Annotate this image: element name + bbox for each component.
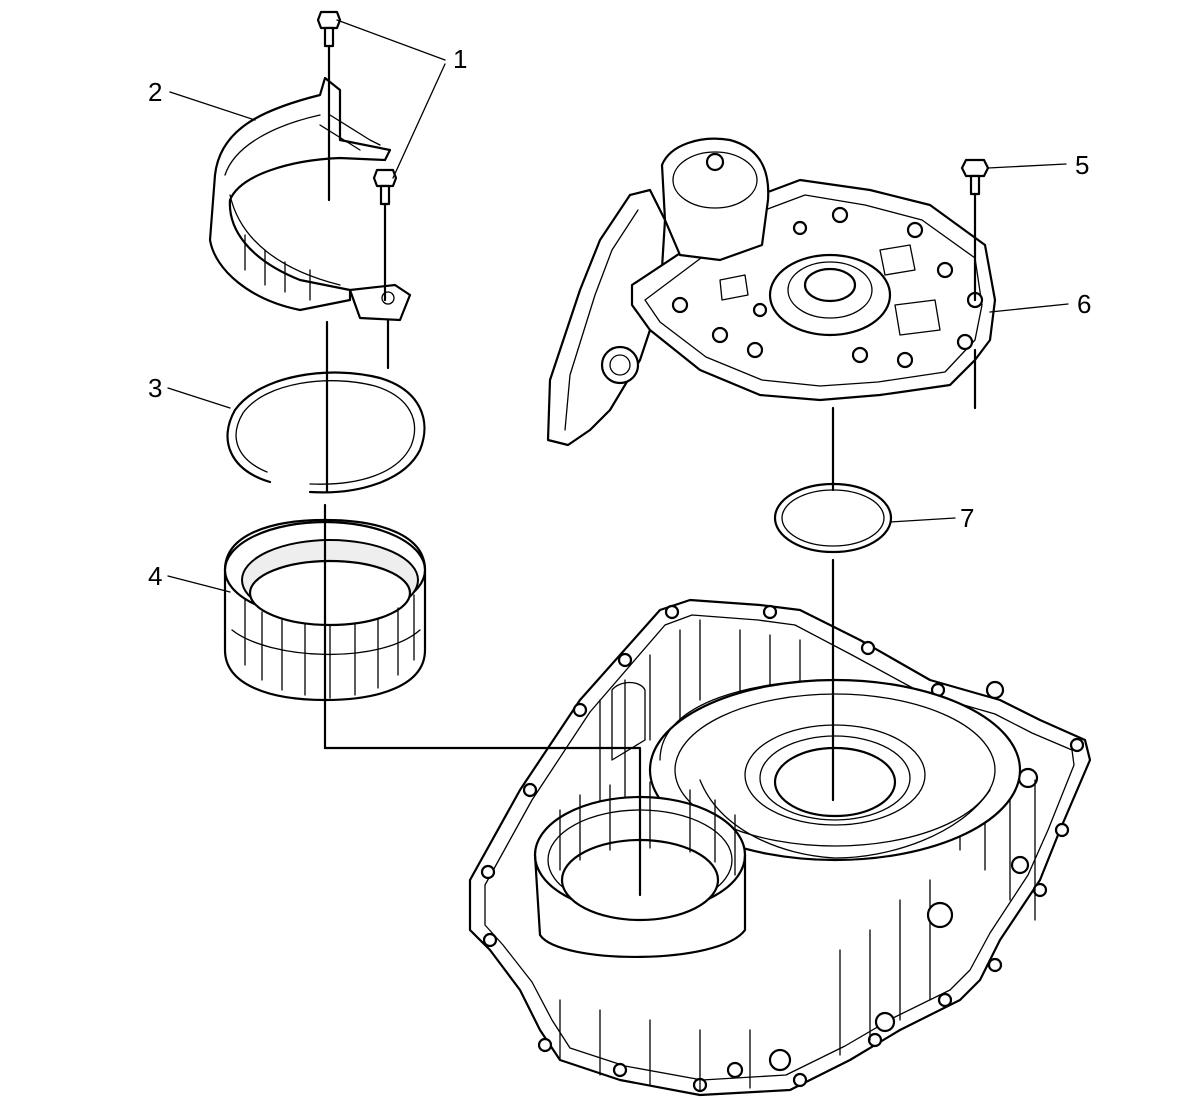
valve-body xyxy=(546,137,997,447)
callout-2: 2 xyxy=(148,77,162,107)
shield xyxy=(208,76,412,322)
bolt-1a xyxy=(316,10,342,48)
callout-7: 7 xyxy=(960,503,974,533)
callout-5: 5 xyxy=(1075,150,1089,180)
callout-1: 1 xyxy=(453,44,467,74)
seal-ring xyxy=(773,482,893,554)
case-central-bore xyxy=(648,678,1022,862)
flange-bolt-holes xyxy=(480,604,1085,1093)
bolt-5 xyxy=(960,158,990,196)
assembly-lines xyxy=(323,44,977,897)
callout-4: 4 xyxy=(148,561,162,591)
snap-ring xyxy=(226,371,426,494)
transmission-case xyxy=(468,598,1092,1097)
callout-3: 3 xyxy=(148,373,162,403)
valve-body-bolt-holes xyxy=(671,206,984,369)
bolt-1b xyxy=(372,168,398,206)
leader-lines xyxy=(167,19,1069,593)
callout-6: 6 xyxy=(1077,289,1091,319)
